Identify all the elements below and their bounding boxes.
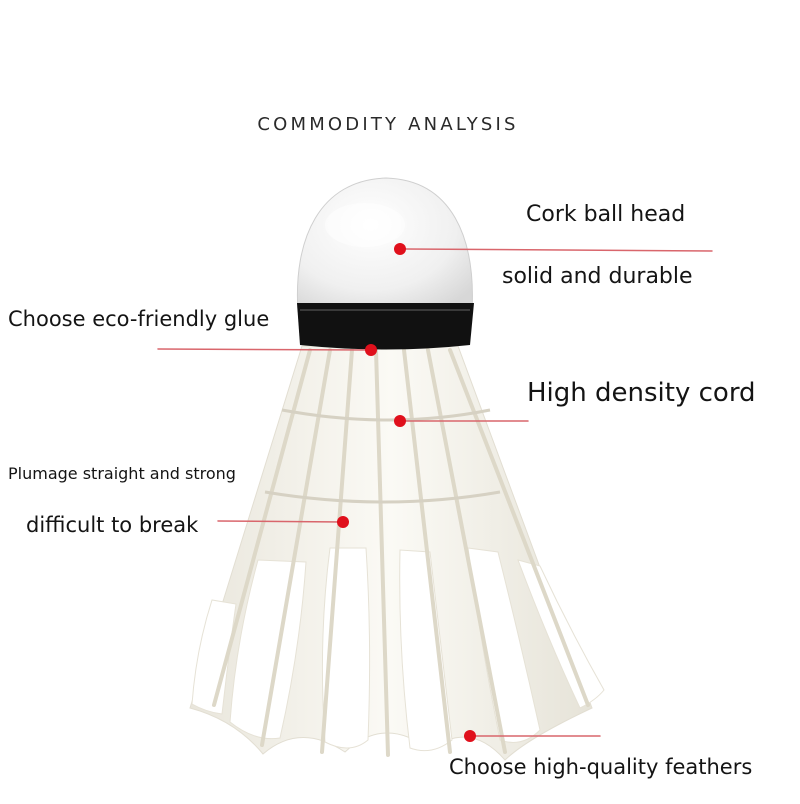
label-plumage: Plumage straight and strong	[8, 464, 236, 483]
label-difficult-to-break: difficult to break	[26, 513, 199, 537]
leader-line-glue	[157, 348, 370, 351]
leader-line-cork	[405, 248, 713, 252]
label-cork-ball-head: Cork ball head	[526, 202, 686, 227]
marker-dot-plumage	[337, 516, 349, 528]
markers	[337, 243, 476, 742]
marker-dot-glue	[365, 344, 377, 356]
marker-dot-feathers	[464, 730, 476, 742]
page-title: COMMODITY ANALYSIS	[257, 114, 519, 135]
marker-dot-cork	[394, 243, 406, 255]
glue-band	[297, 303, 474, 350]
marker-dot-cord	[394, 415, 406, 427]
label-eco-glue: Choose eco-friendly glue	[8, 307, 270, 331]
binding-cords	[264, 408, 501, 504]
leader-line-plumage	[217, 520, 344, 523]
leader-lines	[157, 248, 713, 737]
label-high-density-cord: High density cord	[527, 378, 756, 408]
cork-head	[296, 177, 473, 313]
feather-skirt	[189, 345, 605, 761]
label-solid-durable: solid and durable	[502, 264, 693, 289]
label-feathers: Choose high-quality feathers	[449, 755, 753, 779]
